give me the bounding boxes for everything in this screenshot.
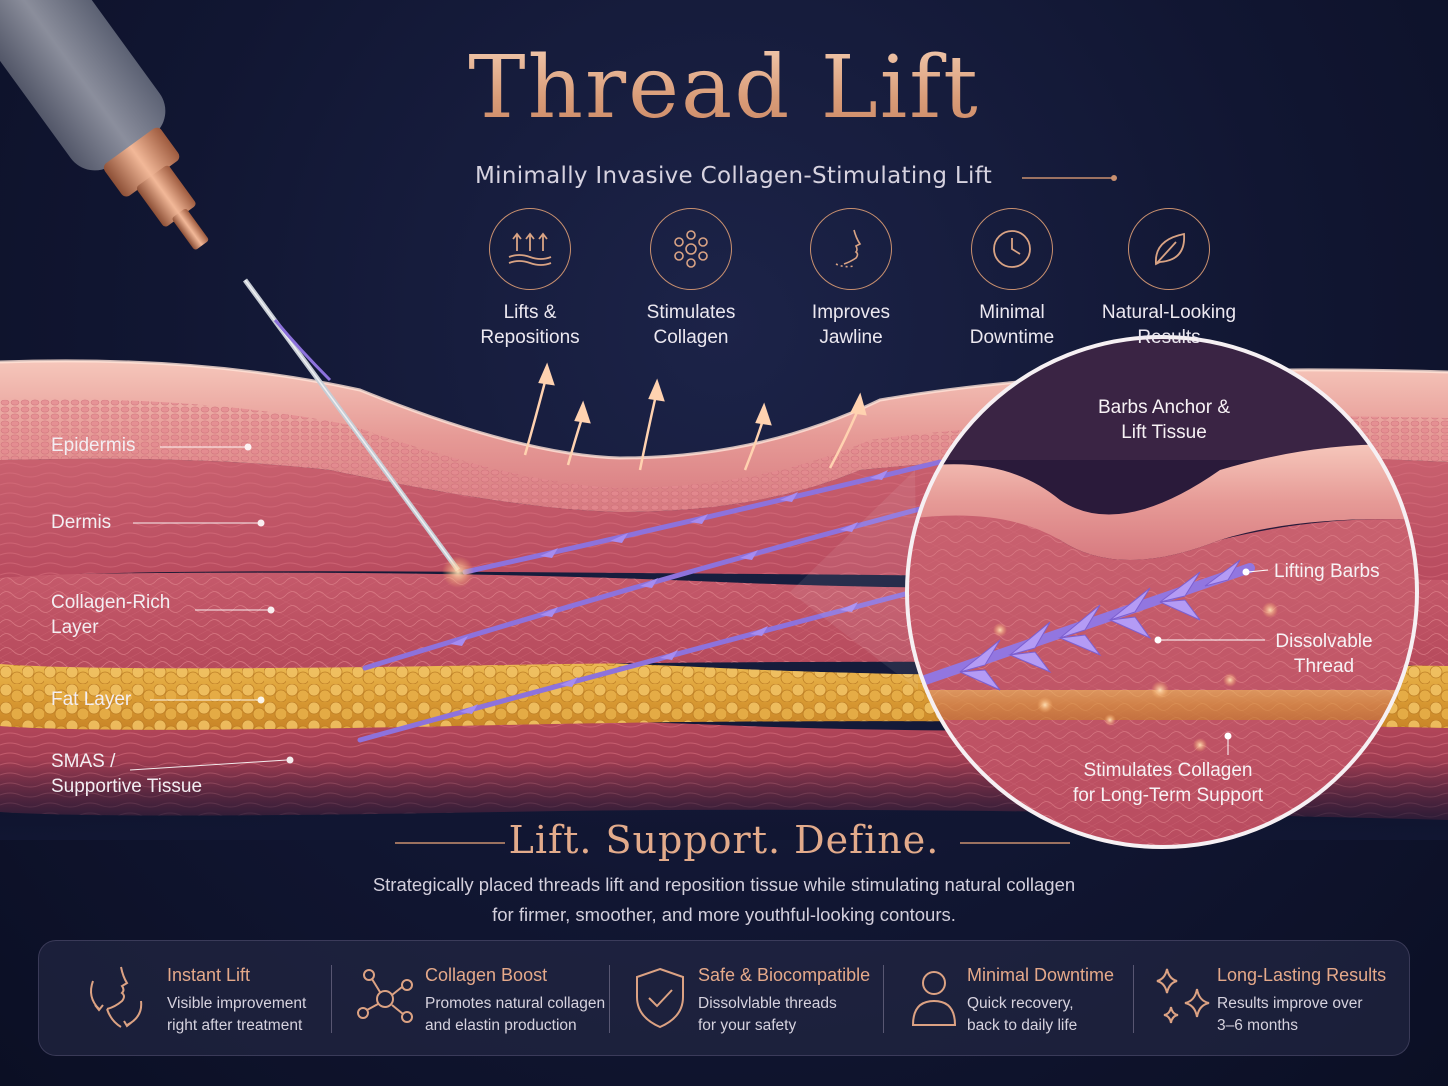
label-collagen-layer: Collagen-Rich Layer bbox=[51, 590, 170, 640]
feature-divider bbox=[883, 965, 884, 1033]
feature-safe: Safe & Biocompatible Dissolvlable thread… bbox=[609, 941, 883, 1055]
layer-callouts bbox=[129, 443, 294, 771]
label-line: Layer bbox=[51, 617, 99, 638]
feature-long-lasting: Long-Lasting Results Results improve ove… bbox=[1133, 941, 1409, 1055]
label-line: Supportive Tissue bbox=[51, 776, 203, 797]
description-line: for firmer, smoother, and more youthful-… bbox=[492, 904, 956, 925]
collagen-molecule-icon bbox=[650, 208, 732, 290]
molecule-icon bbox=[349, 961, 423, 1035]
zoom-magnifier bbox=[905, 335, 1419, 849]
feature-desc-line: Results improve over bbox=[1217, 995, 1363, 1012]
zoom-title: Barbs Anchor & Lift Tissue bbox=[1064, 395, 1264, 445]
feature-desc-line: Quick recovery, bbox=[967, 995, 1074, 1012]
benefit-lifts: Lifts & Repositions bbox=[445, 208, 615, 350]
benefit-label-2: Repositions bbox=[480, 327, 580, 348]
label-fat-layer: Fat Layer bbox=[51, 689, 132, 710]
feature-desc-line: for your safety bbox=[698, 1017, 797, 1034]
benefit-label-2: Downtime bbox=[969, 327, 1055, 348]
zoom-title-line: Lift Tissue bbox=[1121, 422, 1207, 443]
zoom-label-line: Dissolvable bbox=[1275, 631, 1373, 652]
lift-arrows bbox=[523, 362, 867, 471]
zoom-title-line: Barbs Anchor & bbox=[1097, 397, 1231, 418]
benefit-label-2: Results bbox=[1137, 327, 1201, 348]
feature-title: Safe & Biocompatible bbox=[698, 965, 871, 985]
zoom-label-collagen: Stimulates Collagen for Long-Term Suppor… bbox=[1058, 758, 1278, 808]
benefit-label-1: Improves bbox=[811, 302, 891, 323]
feature-divider bbox=[331, 965, 332, 1033]
feature-downtime: Minimal Downtime Quick recovery, back to… bbox=[883, 941, 1133, 1055]
leaf-icon bbox=[1128, 208, 1210, 290]
subtitle-rule bbox=[1022, 175, 1117, 181]
label-line: Collagen-Rich bbox=[51, 592, 171, 613]
syringe-needle bbox=[0, 0, 474, 588]
clock-icon bbox=[971, 208, 1053, 290]
thread-barbs bbox=[450, 470, 888, 714]
benefit-label-2: Collagen bbox=[653, 327, 729, 348]
feature-title: Instant Lift bbox=[167, 965, 251, 985]
feature-title: Collagen Boost bbox=[425, 965, 548, 985]
benefit-label-1: Minimal bbox=[979, 302, 1045, 323]
face-lift-icon bbox=[77, 961, 151, 1035]
feature-desc: Visible improvement right after treatmen… bbox=[167, 993, 306, 1037]
benefit-label-1: Lifts & bbox=[503, 302, 557, 323]
label-dermis: Dermis bbox=[51, 512, 112, 533]
page-subtitle: Minimally Invasive Collagen-Stimulating … bbox=[475, 163, 993, 189]
zoom-beam bbox=[790, 470, 918, 690]
feature-desc-line: Dissolvlable threads bbox=[698, 995, 837, 1012]
feature-collagen-boost: Collagen Boost Promotes natural collagen… bbox=[331, 941, 609, 1055]
feature-desc-line: Visible improvement bbox=[167, 995, 307, 1012]
feature-desc-line: right after treatment bbox=[167, 1017, 303, 1034]
tagline: Lift. Support. Define. bbox=[508, 818, 940, 862]
description-line: Strategically placed threads lift and re… bbox=[372, 874, 1076, 895]
shield-check-icon bbox=[623, 961, 697, 1035]
benefit-label-1: Stimulates bbox=[646, 302, 736, 323]
feature-instant-lift: Instant Lift Visible improvement right a… bbox=[39, 941, 331, 1055]
feature-desc: Promotes natural collagen and elastin pr… bbox=[425, 993, 605, 1037]
zoom-label-barbs: Lifting Barbs bbox=[1274, 561, 1380, 582]
description: Strategically placed threads lift and re… bbox=[0, 870, 1448, 930]
feature-desc: Results improve over 3–6 months bbox=[1217, 993, 1363, 1037]
zoom-label-line: Stimulates Collagen bbox=[1083, 760, 1253, 781]
zoom-label-line: Thread bbox=[1293, 656, 1355, 677]
label-epidermis: Epidermis bbox=[51, 435, 136, 456]
zoom-label-thread: Dissolvable Thread bbox=[1266, 629, 1382, 679]
feature-desc-line: and elastin production bbox=[425, 1017, 577, 1034]
feature-title: Long-Lasting Results bbox=[1217, 965, 1387, 985]
benefit-label-1: Natural-Looking bbox=[1101, 302, 1237, 323]
feature-divider bbox=[609, 965, 610, 1033]
benefit-label-2: Jawline bbox=[819, 327, 883, 348]
feature-desc-line: 3–6 months bbox=[1217, 1017, 1298, 1034]
feature-desc: Quick recovery, back to daily life bbox=[967, 993, 1077, 1037]
feature-desc-line: Promotes natural collagen bbox=[425, 995, 606, 1012]
page-title: Thread Lift bbox=[0, 38, 1448, 138]
lift-arrows-icon bbox=[489, 208, 571, 290]
sparkles-icon bbox=[1151, 961, 1225, 1035]
label-line: SMAS / bbox=[51, 751, 116, 772]
feature-title: Minimal Downtime bbox=[967, 965, 1115, 985]
feature-desc: Dissolvlable threads for your safety bbox=[698, 993, 837, 1037]
label-smas: SMAS / Supportive Tissue bbox=[51, 749, 202, 799]
face-profile-icon bbox=[810, 208, 892, 290]
person-icon bbox=[897, 961, 971, 1035]
feature-desc-line: back to daily life bbox=[967, 1017, 1078, 1034]
feature-bar: Instant Lift Visible improvement right a… bbox=[38, 940, 1410, 1056]
zoom-label-line: for Long-Term Support bbox=[1072, 785, 1264, 806]
feature-divider bbox=[1133, 965, 1134, 1033]
